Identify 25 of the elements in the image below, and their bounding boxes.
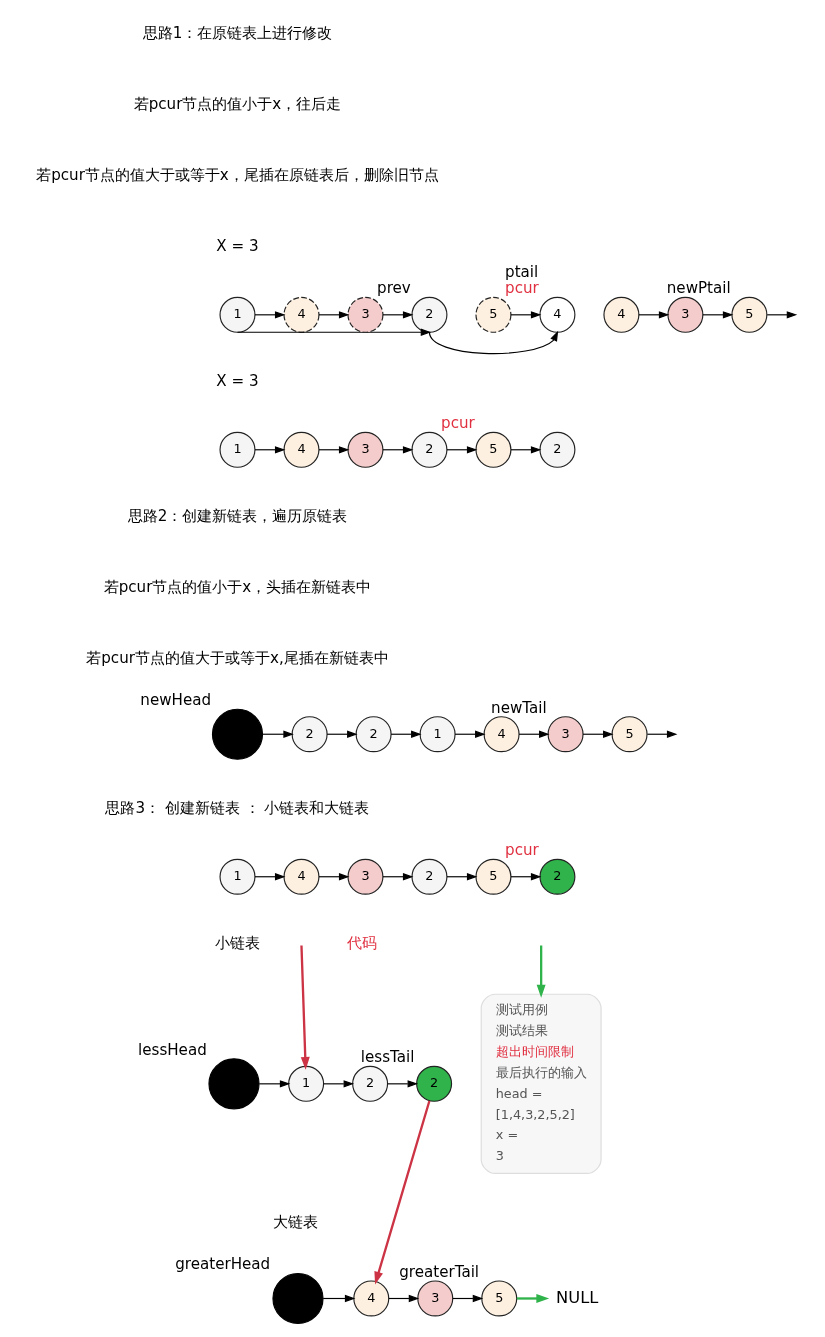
node-label: lessTail	[360, 1048, 415, 1067]
label: 思路1：在原链表上进行修改	[142, 24, 333, 43]
label: 思路3： 创建新链表 ： 小链表和大链表	[105, 799, 370, 818]
label: 若pcur节点的值大于或等于x，尾插在原链表后，删除旧节点	[36, 166, 439, 185]
node-label: newPtail	[666, 279, 731, 298]
label: 若pcur节点的值小于x，往后走	[133, 95, 342, 114]
label: 思路2：创建新链表，遍历原链表	[127, 507, 348, 526]
label: 若pcur节点的值大于或等于x,尾插在新链表中	[86, 649, 389, 668]
node-label: newHead	[140, 691, 212, 710]
node-label: pcur	[505, 841, 539, 860]
label: 小链表	[214, 934, 260, 953]
node-label: ptail	[505, 262, 539, 281]
label: X = 3	[216, 237, 259, 256]
label: 若pcur节点的值小于x，头插在新链表中	[103, 578, 372, 597]
node-label: prev	[377, 279, 411, 298]
label: X = 3	[216, 372, 259, 391]
label: 大链表	[273, 1213, 319, 1232]
node-label: lessHead	[138, 1040, 207, 1059]
label: 代码	[346, 934, 377, 953]
node-label: greaterTail	[399, 1262, 480, 1281]
node-label: newTail	[491, 698, 547, 717]
node-label: pcur	[505, 279, 539, 298]
node-label: pcur	[441, 414, 475, 433]
node-text: NULL	[556, 1287, 599, 1307]
node-label: greaterHead	[175, 1255, 271, 1274]
